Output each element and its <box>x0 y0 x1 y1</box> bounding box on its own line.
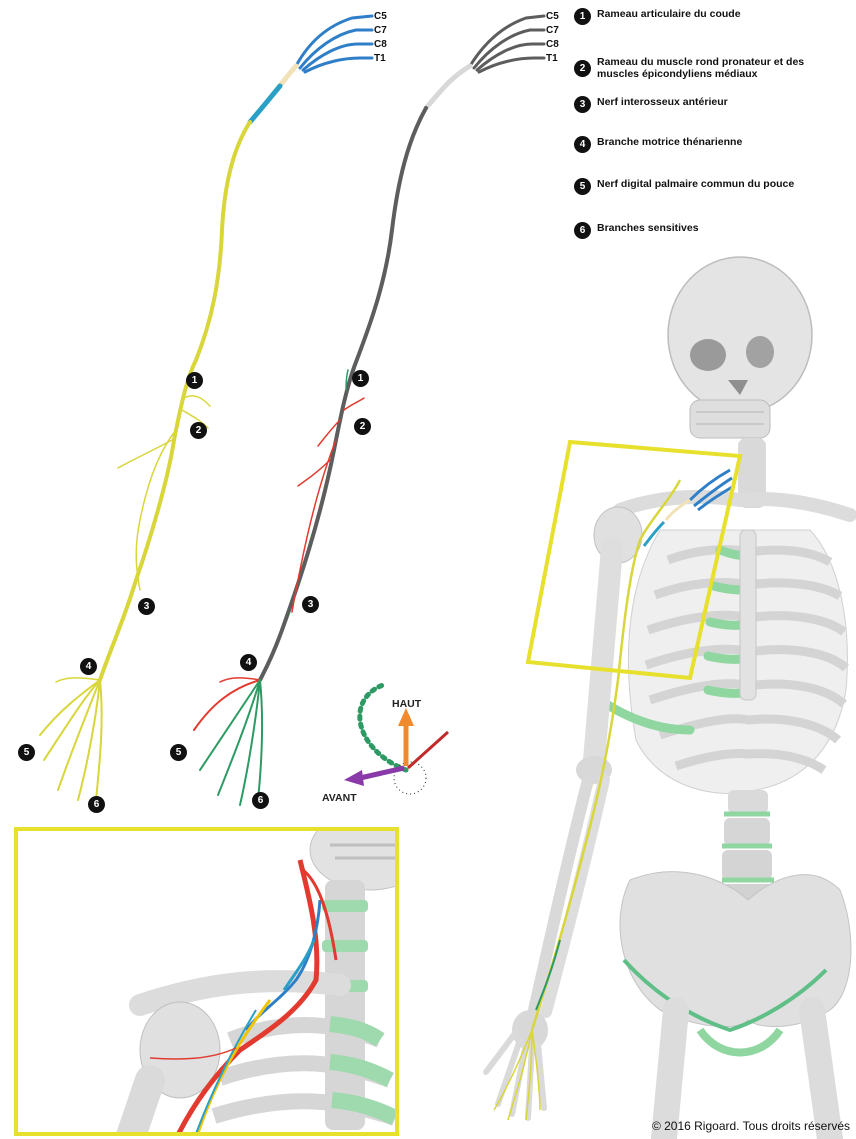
legend-text: Rameau articulaire du coude <box>597 8 837 20</box>
legend-number-badge: 5 <box>574 178 591 195</box>
root-label-c7: C7 <box>546 26 559 36</box>
marker-4: 4 <box>80 658 97 675</box>
legend-item-1: 1 Rameau articulaire du coude <box>574 8 837 25</box>
legend-text: Rameau du muscle rond pronateur et des m… <box>597 56 837 80</box>
marker-2: 2 <box>190 422 207 439</box>
legend-number-badge: 4 <box>574 136 591 153</box>
root-label-c7: C7 <box>374 26 387 36</box>
legend-item-6: 6 Branches sensitives <box>574 222 837 239</box>
legend-number-badge: 2 <box>574 60 591 77</box>
marker-6: 6 <box>252 792 269 809</box>
marker-3: 3 <box>138 598 155 615</box>
legend-item-3: 3 Nerf interosseux antérieur <box>574 96 837 113</box>
marker-4: 4 <box>240 654 257 671</box>
legend-text: Branche motrice thénarienne <box>597 136 837 148</box>
skeleton <box>486 257 851 1139</box>
legend-number-badge: 3 <box>574 96 591 113</box>
legend-item-4: 4 Branche motrice thénarienne <box>574 136 837 153</box>
marker-5: 5 <box>18 744 35 761</box>
legend-text: Nerf digital palmaire commun du pouce <box>597 178 856 190</box>
marker-6: 6 <box>88 796 105 813</box>
legend-item-5: 5 Nerf digital palmaire commun du pouce <box>574 178 856 195</box>
legend-text: Branches sensitives <box>597 222 837 234</box>
root-label-c8: C8 <box>374 40 387 50</box>
orientation-up-label: HAUT <box>392 698 421 710</box>
median-nerve-yellow <box>40 16 372 800</box>
root-label-c5: C5 <box>546 12 559 22</box>
root-label-c5: C5 <box>374 12 387 22</box>
marker-1: 1 <box>352 370 369 387</box>
orientation-front-label: AVANT <box>322 792 357 804</box>
inset-zoom-panel <box>16 810 430 1139</box>
marker-5: 5 <box>170 744 187 761</box>
legend-number-badge: 6 <box>574 222 591 239</box>
front-arrow <box>360 768 404 778</box>
marker-2: 2 <box>354 418 371 435</box>
root-label-t1: T1 <box>374 54 386 64</box>
legend-item-2: 2 Rameau du muscle rond pronateur et des… <box>574 56 837 80</box>
legend-text: Nerf interosseux antérieur <box>597 96 837 108</box>
marker-1: 1 <box>186 372 203 389</box>
root-label-t1: T1 <box>546 54 558 64</box>
marker-3: 3 <box>302 596 319 613</box>
root-label-c8: C8 <box>546 40 559 50</box>
median-nerve-functional <box>194 16 544 805</box>
legend-number-badge: 1 <box>574 8 591 25</box>
copyright-notice: © 2016 Rigoard. Tous droits réservés <box>652 1119 850 1133</box>
